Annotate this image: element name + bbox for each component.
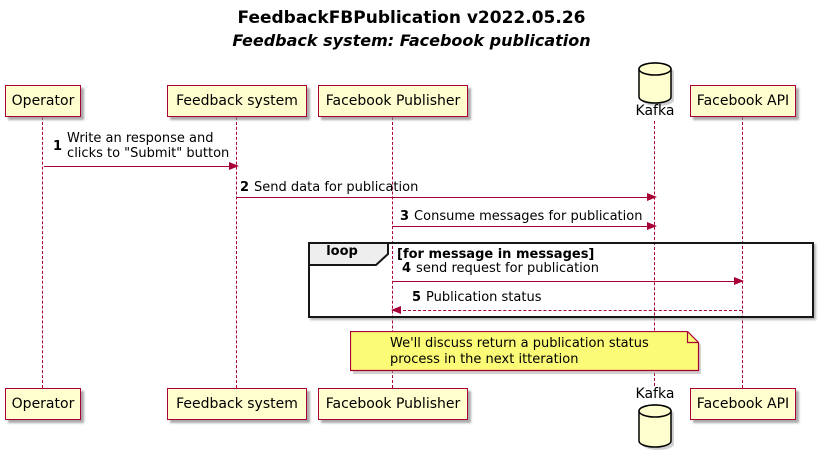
arrowhead-right-icon	[229, 162, 239, 170]
message-3-number: 3	[400, 209, 410, 224]
message-5-label: 5 Publication status	[412, 290, 541, 305]
participant-facebook-api-top: Facebook API	[690, 85, 796, 117]
participant-feedback-system-label: Feedback system	[176, 93, 298, 109]
database-icon	[635, 59, 677, 113]
arrowhead-left-icon	[391, 306, 401, 314]
lifeline-feedback-system	[236, 117, 237, 388]
message-4-label: 4 send request for publication	[402, 261, 599, 276]
note: We'll discuss return a publication statu…	[349, 330, 703, 379]
page-title: FeedbackFBPublication v2022.05.26	[237, 8, 586, 28]
participant-facebook-api-bottom: Facebook API	[690, 388, 796, 420]
note-shape	[349, 330, 701, 374]
participant-facebook-publisher-label: Facebook Publisher	[325, 93, 461, 109]
message-1-line2: clicks to "Submit" button	[67, 146, 230, 161]
participant-facebook-publisher-label: Facebook Publisher	[325, 396, 461, 412]
message-5-text: Publication status	[426, 290, 542, 305]
lifeline-facebook-publisher	[392, 117, 393, 388]
message-2-arrow	[237, 193, 657, 201]
note-line2: process in the next itteration	[390, 352, 579, 367]
message-2-number: 2	[240, 180, 250, 195]
message-1-number: 1	[53, 138, 63, 154]
lifeline-operator	[42, 117, 43, 388]
participant-facebook-api-label: Facebook API	[696, 93, 790, 109]
message-2-label: 2 Send data for publication	[240, 180, 418, 195]
message-2-text: Send data for publication	[254, 180, 419, 195]
arrowhead-right-icon	[647, 222, 657, 230]
message-4-text: send request for publication	[416, 261, 599, 276]
participant-kafka-bottom-label: Kafka	[635, 386, 675, 402]
database-icon	[635, 401, 677, 456]
message-1-label: 1 Write an response and clicks to "Submi…	[53, 131, 229, 161]
participant-operator-bottom: Operator	[5, 388, 81, 420]
participant-operator-label: Operator	[11, 396, 75, 412]
message-3-label: 3 Consume messages for publication	[400, 209, 642, 224]
participant-facebook-publisher-bottom: Facebook Publisher	[318, 388, 468, 420]
message-3-text: Consume messages for publication	[414, 209, 643, 224]
lifeline-facebook-api	[742, 117, 743, 388]
message-4-number: 4	[402, 261, 412, 276]
page-subtitle: Feedback system: Facebook publication	[232, 31, 591, 50]
participant-facebook-publisher-top: Facebook Publisher	[318, 85, 468, 117]
message-5-arrow	[391, 306, 742, 314]
participant-feedback-system-bottom: Feedback system	[167, 388, 307, 420]
participant-feedback-system-label: Feedback system	[176, 396, 298, 412]
message-1-arrow	[44, 162, 239, 170]
participant-feedback-system-top: Feedback system	[167, 85, 307, 117]
loop-label: loop	[326, 244, 358, 259]
lifeline-kafka	[654, 121, 655, 386]
message-1-line1: Write an response and	[67, 131, 214, 146]
participant-operator-top: Operator	[5, 85, 81, 117]
loop-tab	[308, 242, 390, 270]
message-4-arrow	[393, 277, 744, 285]
message-3-arrow	[393, 222, 657, 230]
loop-frame: loop [for message in messages]	[308, 242, 814, 318]
arrowhead-right-icon	[647, 193, 657, 201]
participant-operator-label: Operator	[11, 93, 75, 109]
message-5-number: 5	[412, 290, 422, 305]
participant-kafka-top-label: Kafka	[635, 103, 675, 119]
arrowhead-right-icon	[734, 277, 744, 285]
note-line1: We'll discuss return a publication statu…	[390, 336, 649, 351]
loop-guard: [for message in messages]	[397, 247, 595, 262]
participant-facebook-api-label: Facebook API	[696, 396, 790, 412]
